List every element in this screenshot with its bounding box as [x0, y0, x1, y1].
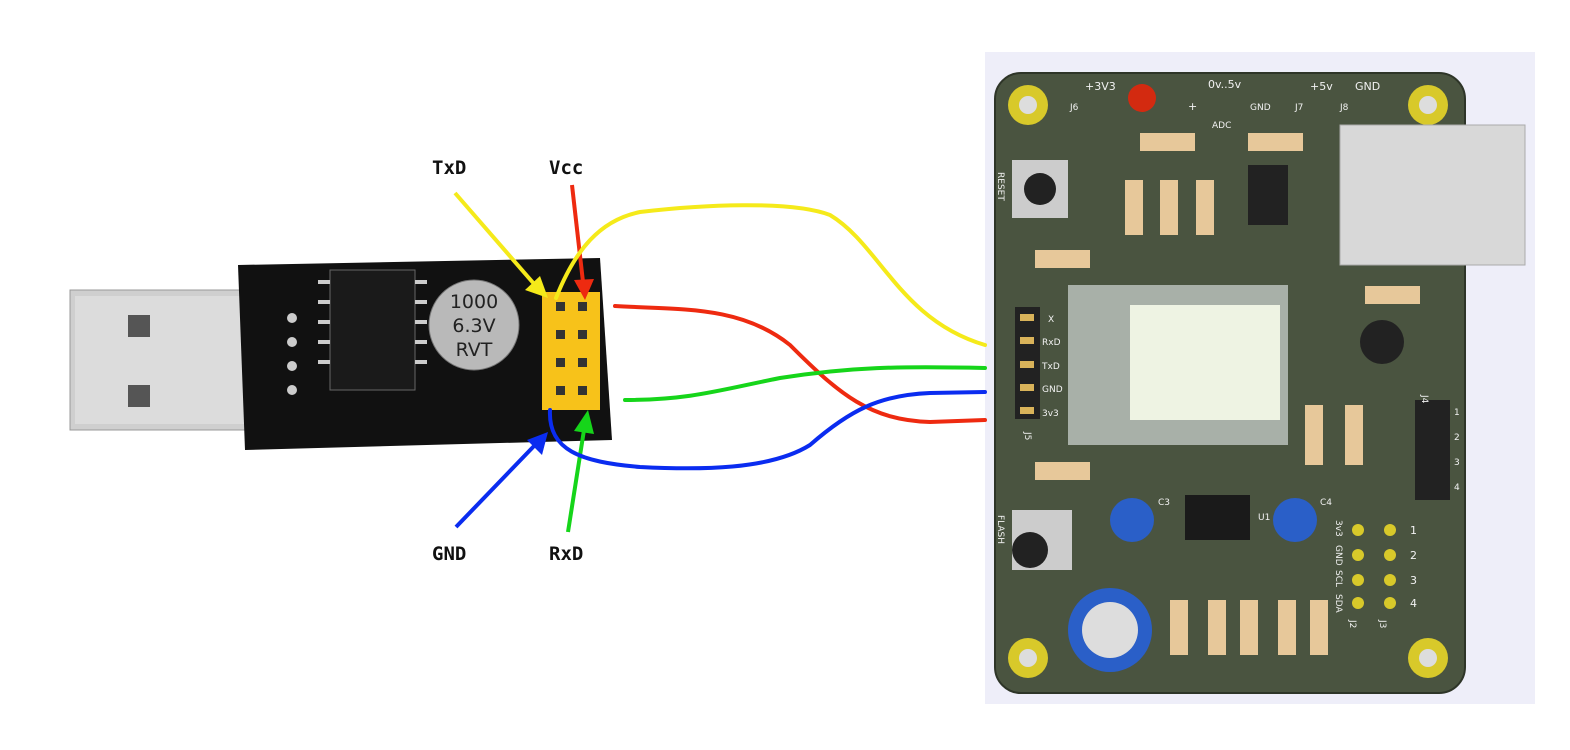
wire-green-rxd-to-txd	[623, 365, 987, 402]
wire-red-vcc-to-3v3	[613, 304, 987, 425]
adapter-pin-labels: TxD Vcc GND RxD	[432, 157, 594, 565]
silkscreen-label: TxD	[1041, 362, 1060, 372]
silkscreen-label: J5	[1022, 431, 1032, 440]
usb-adapter: 1000 6.3V RVT	[69, 258, 612, 450]
wires	[547, 203, 987, 471]
silkscreen-label: 1000	[450, 291, 498, 313]
j4-header	[1415, 400, 1450, 500]
silkscreen-label: C3	[1158, 498, 1170, 508]
silkscreen-label: 0v..5v	[1208, 78, 1242, 91]
silkscreen-label: 1	[1454, 408, 1460, 418]
silkscreen-label: SCL	[1333, 570, 1343, 587]
silkscreen-label: J7	[1294, 103, 1303, 113]
silkscreen-label: 3	[1454, 458, 1460, 468]
wire-blue-gnd-to-gnd	[547, 390, 987, 471]
esp-pcb: +3V3 J6 0v..5v + GND ADC +5v J7 GND J8 R…	[985, 52, 1535, 704]
silkscreen-label: X	[1048, 315, 1054, 325]
label-rxd: RxD	[549, 543, 583, 565]
j5-header: X RxD TxD GND 3v3 J5	[1015, 307, 1063, 440]
capacitor	[428, 279, 520, 371]
silkscreen-label: +5v	[1310, 80, 1333, 93]
silkscreen-label: ADC	[1212, 121, 1231, 131]
silkscreen-label: GND	[1042, 385, 1063, 395]
wire-yellow-txd-to-rxd	[554, 203, 987, 347]
silkscreen-label: 1	[1410, 524, 1417, 537]
rj-connector	[1339, 124, 1526, 266]
silkscreen-label: J3	[1377, 619, 1387, 628]
silkscreen-label: +	[1188, 100, 1197, 113]
esp-header	[542, 292, 600, 410]
silkscreen-label: J6	[1069, 103, 1079, 113]
silkscreen-label: FLASH	[995, 515, 1005, 544]
silkscreen-label: 2	[1410, 549, 1417, 562]
silkscreen-label: J8	[1339, 103, 1349, 113]
silkscreen-label: GND	[1333, 545, 1343, 566]
silkscreen-label: RxD	[1042, 338, 1061, 348]
silkscreen-label: 3	[1410, 574, 1417, 587]
silkscreen-label: U1	[1258, 513, 1270, 523]
silkscreen-label: 4	[1410, 597, 1417, 610]
silkscreen-label: +3V3	[1085, 80, 1116, 93]
led	[1128, 84, 1156, 112]
label-vcc: Vcc	[549, 157, 583, 179]
silkscreen-label: 3v3	[1333, 520, 1343, 537]
silkscreen-label: RVT	[456, 339, 493, 361]
silkscreen-label: J4	[1419, 394, 1429, 404]
silkscreen-label: 4	[1454, 483, 1460, 493]
silkscreen-label: RESET	[995, 172, 1005, 201]
silkscreen-label: 2	[1454, 433, 1460, 443]
silkscreen-label: C4	[1320, 498, 1332, 508]
ic	[1248, 165, 1288, 225]
silkscreen-label: GND	[1355, 80, 1380, 93]
silkscreen-label: SDA	[1333, 594, 1343, 613]
label-gnd: GND	[432, 543, 466, 565]
regulator	[1185, 495, 1250, 540]
silkscreen-label: 3v3	[1042, 409, 1059, 419]
silkscreen-label: J2	[1347, 619, 1357, 628]
label-txd: TxD	[432, 157, 466, 179]
silkscreen-label: 6.3V	[452, 315, 495, 337]
chip	[329, 269, 416, 391]
silkscreen-label: GND	[1250, 103, 1271, 113]
